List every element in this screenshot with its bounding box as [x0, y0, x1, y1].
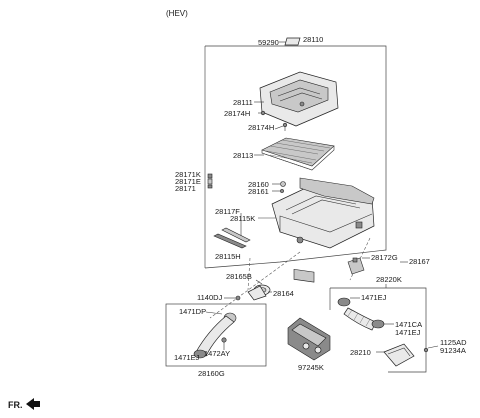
label-28113: 28113: [233, 151, 253, 160]
label-1471DP: 1471DP: [179, 307, 206, 316]
label-28171E: 28171E: [175, 177, 201, 186]
label-1471EJ-a: 1471EJ: [361, 293, 387, 302]
part-28210-resonator: [383, 343, 415, 367]
label-1125AD: 1125AD: [440, 338, 467, 347]
label-28111: 28111: [233, 98, 253, 107]
label-28110: 28110: [303, 35, 323, 44]
part-28115K-housing: [271, 177, 375, 283]
part-28220K-hose: [337, 297, 385, 331]
label-28220K: 28220K: [376, 275, 402, 284]
label-28160: 28160: [248, 180, 269, 189]
label-28115H: 28115H: [215, 252, 241, 261]
bolt-1140DJ: [235, 295, 241, 301]
label-28115K: 28115K: [230, 214, 255, 223]
part-97245K-bracket: [287, 317, 331, 361]
label-28165B: 28165B: [226, 272, 252, 281]
label-28174H-b: 28174H: [248, 123, 274, 132]
part-28160G-duct: [193, 312, 237, 359]
part-28172G: [347, 257, 365, 275]
part-28115H-strip: [213, 227, 251, 249]
part-28171-clip: [207, 173, 213, 189]
label-1471CA: 1471CA: [395, 320, 422, 329]
label-28171K: 28171K: [175, 170, 201, 179]
label-1472AY: 1472AY: [204, 349, 230, 358]
bolt-1125AD: [423, 347, 429, 353]
part-28111-cover: [259, 71, 339, 127]
label-59290: 59290: [258, 38, 279, 47]
part-28161: [280, 189, 284, 193]
part-28113-filter: [261, 137, 335, 171]
clamp-1472AY: [221, 337, 227, 343]
label-28171: 28171: [175, 184, 196, 193]
group-28220K-frame: [330, 287, 427, 373]
variant-header: (HEV): [166, 9, 188, 18]
label-28160G: 28160G: [198, 369, 225, 378]
label-28161: 28161: [248, 187, 269, 196]
front-arrow-icon: [26, 398, 40, 410]
label-28164: 28164: [273, 289, 294, 298]
part-28160: [280, 181, 286, 187]
part-28164-duct: [247, 284, 271, 301]
label-28174H-a: 28174H: [224, 109, 250, 118]
front-direction-label: FR.: [8, 400, 23, 410]
label-28117F: 28117F: [215, 207, 240, 216]
part-59290: [284, 37, 301, 46]
label-28210: 28210: [350, 348, 371, 357]
label-91234A: 91234A: [440, 346, 466, 355]
screw-28174H-a: [260, 110, 266, 116]
label-28172G: 28172G: [371, 253, 398, 262]
label-1471EJ-b: 1471EJ: [395, 328, 421, 337]
label-1140DJ: 1140DJ: [197, 293, 223, 302]
label-1471EJ-c: 1471EJ: [174, 353, 200, 362]
assembly-frame: [204, 45, 387, 269]
label-28167: 28167: [409, 257, 430, 266]
label-97245K: 97245K: [298, 363, 324, 372]
group-28160G-frame: [165, 303, 267, 367]
screw-28174H-b: [282, 122, 288, 131]
